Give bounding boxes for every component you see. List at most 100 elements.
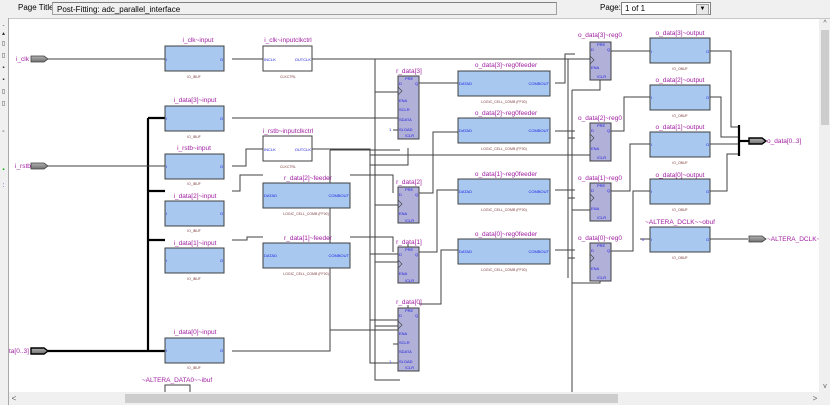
pin-label: COMBOUT xyxy=(329,193,350,198)
hand-icon[interactable]: ▯ xyxy=(1,41,6,47)
pin-label: DATAD xyxy=(264,253,277,258)
block-title: r_data[2] xyxy=(396,179,422,186)
pin-label: O xyxy=(220,116,223,121)
output-port-o-data[interactable]: o_data[0..3] xyxy=(748,137,802,145)
block-title: r_data[2]~feeder xyxy=(284,175,333,182)
pin-label: D xyxy=(399,313,402,318)
output-port-altera-dclk[interactable]: ~ALTERA_DCLK~ xyxy=(748,235,819,243)
block-o-data1-output[interactable]: o_data[1]~output I O IO_OBUF xyxy=(649,124,711,165)
pin-label: O xyxy=(706,95,709,100)
block-i-data2-input[interactable]: i_data[2]~input I O IO_IBUF xyxy=(164,193,225,233)
block-i-data0-input[interactable]: i_data[0]~input I O IO_IBUF xyxy=(164,329,225,370)
block-o-data0-feeder[interactable]: o_data[0]~reg0feeder DATAD COMBOUT LOGIC… xyxy=(457,231,551,272)
block-o-data1-feeder[interactable]: o_data[1]~reg0feeder DATAD COMBOUT LOGIC… xyxy=(457,171,551,212)
block-altera-dclk-obuf[interactable]: ~ALTERA_DCLK~~obuf 0 I O IO_OBUF xyxy=(642,219,715,260)
block-title: i_data[2]~input xyxy=(174,193,217,200)
pin-label: I xyxy=(651,49,652,54)
scroll-left-icon[interactable]: < xyxy=(11,394,17,403)
zoom-icon[interactable]: ▴ xyxy=(1,31,5,37)
pin-label: DATAD xyxy=(459,189,472,194)
horizontal-scrollbar[interactable]: < > xyxy=(9,392,820,405)
block-i-data3-input[interactable]: i_data[3]~input I O IO_IBUF xyxy=(164,97,225,139)
register-r-data3[interactable]: r_data[3] PRE D Q ENA SCLR SDATA SLOAD !… xyxy=(389,68,422,140)
const-label: 1 xyxy=(389,359,392,364)
netlist-icon[interactable]: ▪ xyxy=(2,167,5,173)
scroll-up-icon[interactable]: ^ xyxy=(823,20,827,27)
port-label: ta[0..3] xyxy=(9,348,29,355)
export-icon[interactable]: ▫ xyxy=(2,129,5,135)
pin-label: Q xyxy=(415,192,418,197)
block-o-data3-output[interactable]: o_data[3]~output I O IO_OBUF xyxy=(649,30,711,71)
scroll-down-icon[interactable]: v xyxy=(823,383,827,390)
block-o-data2-output[interactable]: o_data[2]~output I O IO_OBUF xyxy=(649,77,711,118)
block-type: LOGIC_CELL_COMB (FF00) xyxy=(283,212,329,216)
page-label: Page: xyxy=(600,3,621,12)
pin-label: O xyxy=(706,142,709,147)
block-title: o_data[1]~reg0feeder xyxy=(475,171,538,178)
pin-label: Q xyxy=(415,81,418,86)
pin-label: I xyxy=(166,348,167,353)
settings-icon[interactable]: : xyxy=(2,183,5,189)
scroll-right-icon[interactable]: > xyxy=(812,394,818,403)
register-o-data0-reg0[interactable]: o_data[0]~reg0 PRE D Q ENA !CLR xyxy=(578,235,622,282)
block-o-data0-output[interactable]: o_data[0]~output I O IO_OBUF xyxy=(649,172,711,212)
pin-label: SDATA xyxy=(399,117,412,122)
pin-label: ENA xyxy=(591,266,600,271)
block-r-data2-feeder[interactable]: r_data[2]~feeder DATAD COMBOUT LOGIC_CEL… xyxy=(262,175,351,216)
block-altera-data0-ibuf[interactable]: ~ALTERA_DATA0~~ibuf xyxy=(142,377,212,392)
select-icon[interactable]: ▪ xyxy=(2,65,5,71)
block-i-clk-inputclkctrl[interactable]: i_clk~inputclkctrl INCLK OUTCLK CLKCTRL xyxy=(262,37,313,79)
block-i-rstb-input[interactable]: i_rstb~input I O IO_IBUF xyxy=(164,145,225,186)
pin-label: ENA xyxy=(591,146,600,151)
horizontal-scroll-thumb[interactable] xyxy=(125,394,618,403)
register-r-data2[interactable]: r_data[2] PRE D Q ENA !CLR xyxy=(396,179,422,224)
input-port-i-data[interactable]: ta[0..3] xyxy=(9,347,50,355)
block-o-data3-feeder[interactable]: o_data[3]~reg0feeder DATAD COMBOUT LOGIC… xyxy=(457,62,551,104)
pointer-icon[interactable]: - xyxy=(2,23,5,29)
pin-label: I xyxy=(651,237,652,242)
vertical-scrollbar[interactable]: ^ v xyxy=(820,19,830,392)
block-type: IO_OBUF xyxy=(672,161,687,165)
input-port-i-clk[interactable]: i_clk xyxy=(16,55,49,63)
page-select[interactable]: 1 of 1 ▼ xyxy=(621,2,711,15)
block-o-data2-feeder[interactable]: o_data[2]~reg0feeder DATAD COMBOUT LOGIC… xyxy=(457,110,551,151)
pin-label: OUTCLK xyxy=(295,57,312,62)
block-title: o_data[3]~reg0 xyxy=(578,32,622,39)
pin-label: O xyxy=(706,237,709,242)
register-o-data1-reg0[interactable]: o_data[1]~reg0 PRE D Q ENA !CLR xyxy=(578,175,622,222)
register-o-data3-reg0[interactable]: o_data[3]~reg0 PRE D Q ENA !CLR xyxy=(578,32,622,81)
pin-label: DATAD xyxy=(264,193,277,198)
block-title: o_data[2]~reg0feeder xyxy=(475,110,538,117)
block-title: r_data[1] xyxy=(396,239,422,246)
schematic-canvas[interactable]: i_clk i_rstb ta[0..3] o_data[0..3] ~ALTE… xyxy=(9,19,819,392)
forward-icon[interactable]: ▯ xyxy=(1,101,6,107)
pin-label: ENA xyxy=(591,206,600,211)
find-icon[interactable]: ▪ xyxy=(2,77,5,83)
register-o-data2-reg0[interactable]: o_data[2]~reg0 PRE D Q ENA !CLR xyxy=(578,115,622,162)
pin-label: COMBOUT xyxy=(529,249,550,254)
pin-label: D xyxy=(591,47,594,52)
block-r-data1-feeder[interactable]: r_data[1]~feeder DATAD COMBOUT LOGIC_CEL… xyxy=(262,235,351,276)
pin-label: ENA xyxy=(591,65,600,70)
chevron-down-icon[interactable]: ▼ xyxy=(696,4,709,15)
pin-label: O xyxy=(706,189,709,194)
page-title-field[interactable]: Post-Fitting: adc_parallel_interface xyxy=(52,2,557,15)
input-port-i-rstb[interactable]: i_rstb xyxy=(15,162,49,170)
vertical-scroll-thumb[interactable] xyxy=(821,30,829,125)
block-type: CLKCTRL xyxy=(280,165,296,169)
pin-label: OUTCLK xyxy=(295,147,312,152)
back-icon[interactable]: ▯ xyxy=(1,89,6,95)
fit-icon[interactable]: ▯ xyxy=(1,53,6,59)
block-title: o_data[1]~reg0 xyxy=(578,175,622,182)
block-i-clk-input[interactable]: i_clk~input I O IO_IBUF xyxy=(164,37,225,79)
pin-label: Q xyxy=(607,248,610,253)
block-title: o_data[1]~output xyxy=(656,124,705,131)
block-i-data1-input[interactable]: i_data[1]~input I O IO_IBUF xyxy=(164,240,225,281)
pin-label: O xyxy=(220,348,223,353)
register-r-data1[interactable]: r_data[1] PRE D Q ENA !CLR xyxy=(396,239,422,284)
pin-label: ENA xyxy=(399,271,408,276)
register-r-data0[interactable]: r_data[0] PRE D Q ENA SCLR SDATA SLOAD !… xyxy=(389,299,422,372)
block-type: IO_IBUF xyxy=(187,135,201,139)
block-i-rstb-inputclkctrl[interactable]: i_rstb~inputclkctrl INCLK OUTCLK CLKCTRL xyxy=(262,128,314,169)
pin-label: !CLR xyxy=(405,218,414,223)
